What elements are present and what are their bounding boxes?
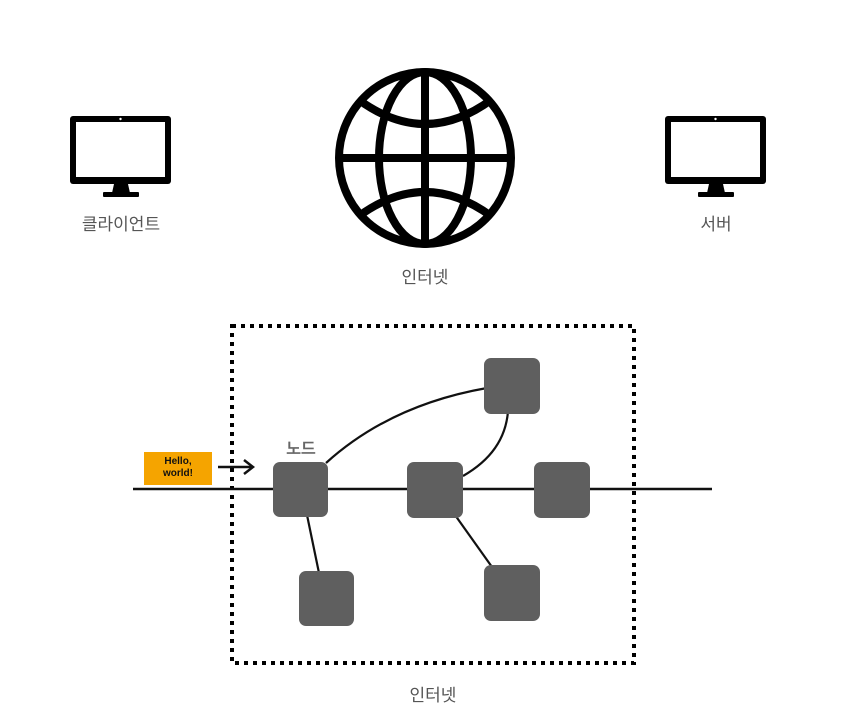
internet-frame: [230, 324, 636, 665]
message-line: Hello,: [164, 456, 192, 467]
network-node: [534, 462, 590, 518]
server-monitor-icon: [665, 116, 766, 197]
frame-label: 인터넷: [409, 686, 457, 706]
connection-line: [462, 410, 510, 477]
network-node: [484, 358, 540, 414]
internet-label: 인터넷: [401, 268, 449, 288]
arrow-icon: [218, 459, 256, 475]
node-label: 노드: [286, 439, 316, 458]
connection-line: [454, 514, 493, 568]
network-node: [484, 565, 540, 621]
globe-icon: [335, 68, 515, 248]
connection-line: [325, 386, 488, 464]
network-node: [299, 571, 354, 626]
network-node: [407, 462, 463, 518]
network-node: [273, 462, 328, 517]
connection-line: [305, 514, 321, 574]
client-monitor-icon: [70, 116, 171, 197]
message-packet: Hello, world!: [144, 452, 212, 485]
server-label: 서버: [700, 215, 732, 235]
message-line: world!: [163, 468, 193, 479]
client-label: 클라이언트: [81, 215, 161, 235]
